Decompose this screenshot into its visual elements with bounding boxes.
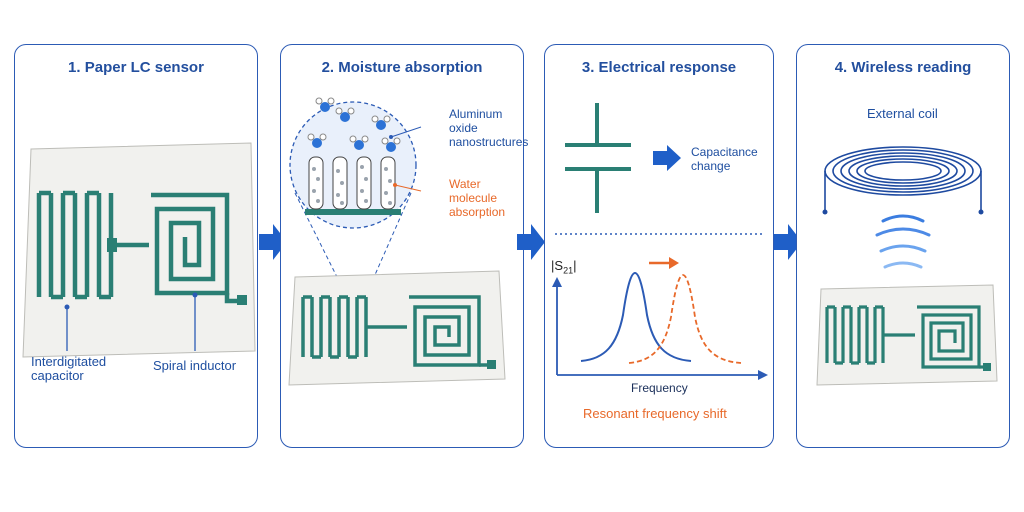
water-molecule-label: Water molecule absorption xyxy=(449,177,506,219)
panel-1-title: 1. Paper LC sensor xyxy=(68,59,204,76)
electrical-response-graphic xyxy=(552,103,768,380)
panel-3-title: 3. Electrical response xyxy=(581,59,737,76)
flow-arrow-2 xyxy=(517,224,545,260)
capacitance-change-label: Capacitance change xyxy=(691,145,758,173)
panel-4-title: 4. Wireless reading xyxy=(834,59,972,76)
s21-axis-label: |S21| xyxy=(551,258,577,276)
interdigitated-capacitor-label: Interdigitated capacitor xyxy=(31,354,107,383)
resonant-shift-label: Resonant frequency shift xyxy=(583,406,727,421)
panel-2-title: 2. Moisture absorption xyxy=(321,59,483,76)
panel-wireless-reading: 4. Wireless reading xyxy=(796,44,1010,448)
panel-paper-lc-sensor: 1. Paper LC sensor Interdigitated capaci… xyxy=(14,44,258,448)
paper-lc-sensor-graphic xyxy=(22,142,256,358)
moisture-absorption-graphic xyxy=(288,97,506,386)
external-coil-label: External coil xyxy=(867,106,938,121)
wireless-reading-graphic xyxy=(816,146,998,386)
flow-arrow-3 xyxy=(774,224,802,260)
panel-electrical-response: 3. Electrical response Capacitance chang… xyxy=(544,44,774,448)
aluminum-oxide-label: Aluminum oxide nanostructures xyxy=(449,107,529,149)
panel-moisture-absorption: 2. Moisture absorption xyxy=(280,44,528,448)
spiral-inductor-label: Spiral inductor xyxy=(153,358,237,373)
frequency-axis-label: Frequency xyxy=(631,381,688,395)
